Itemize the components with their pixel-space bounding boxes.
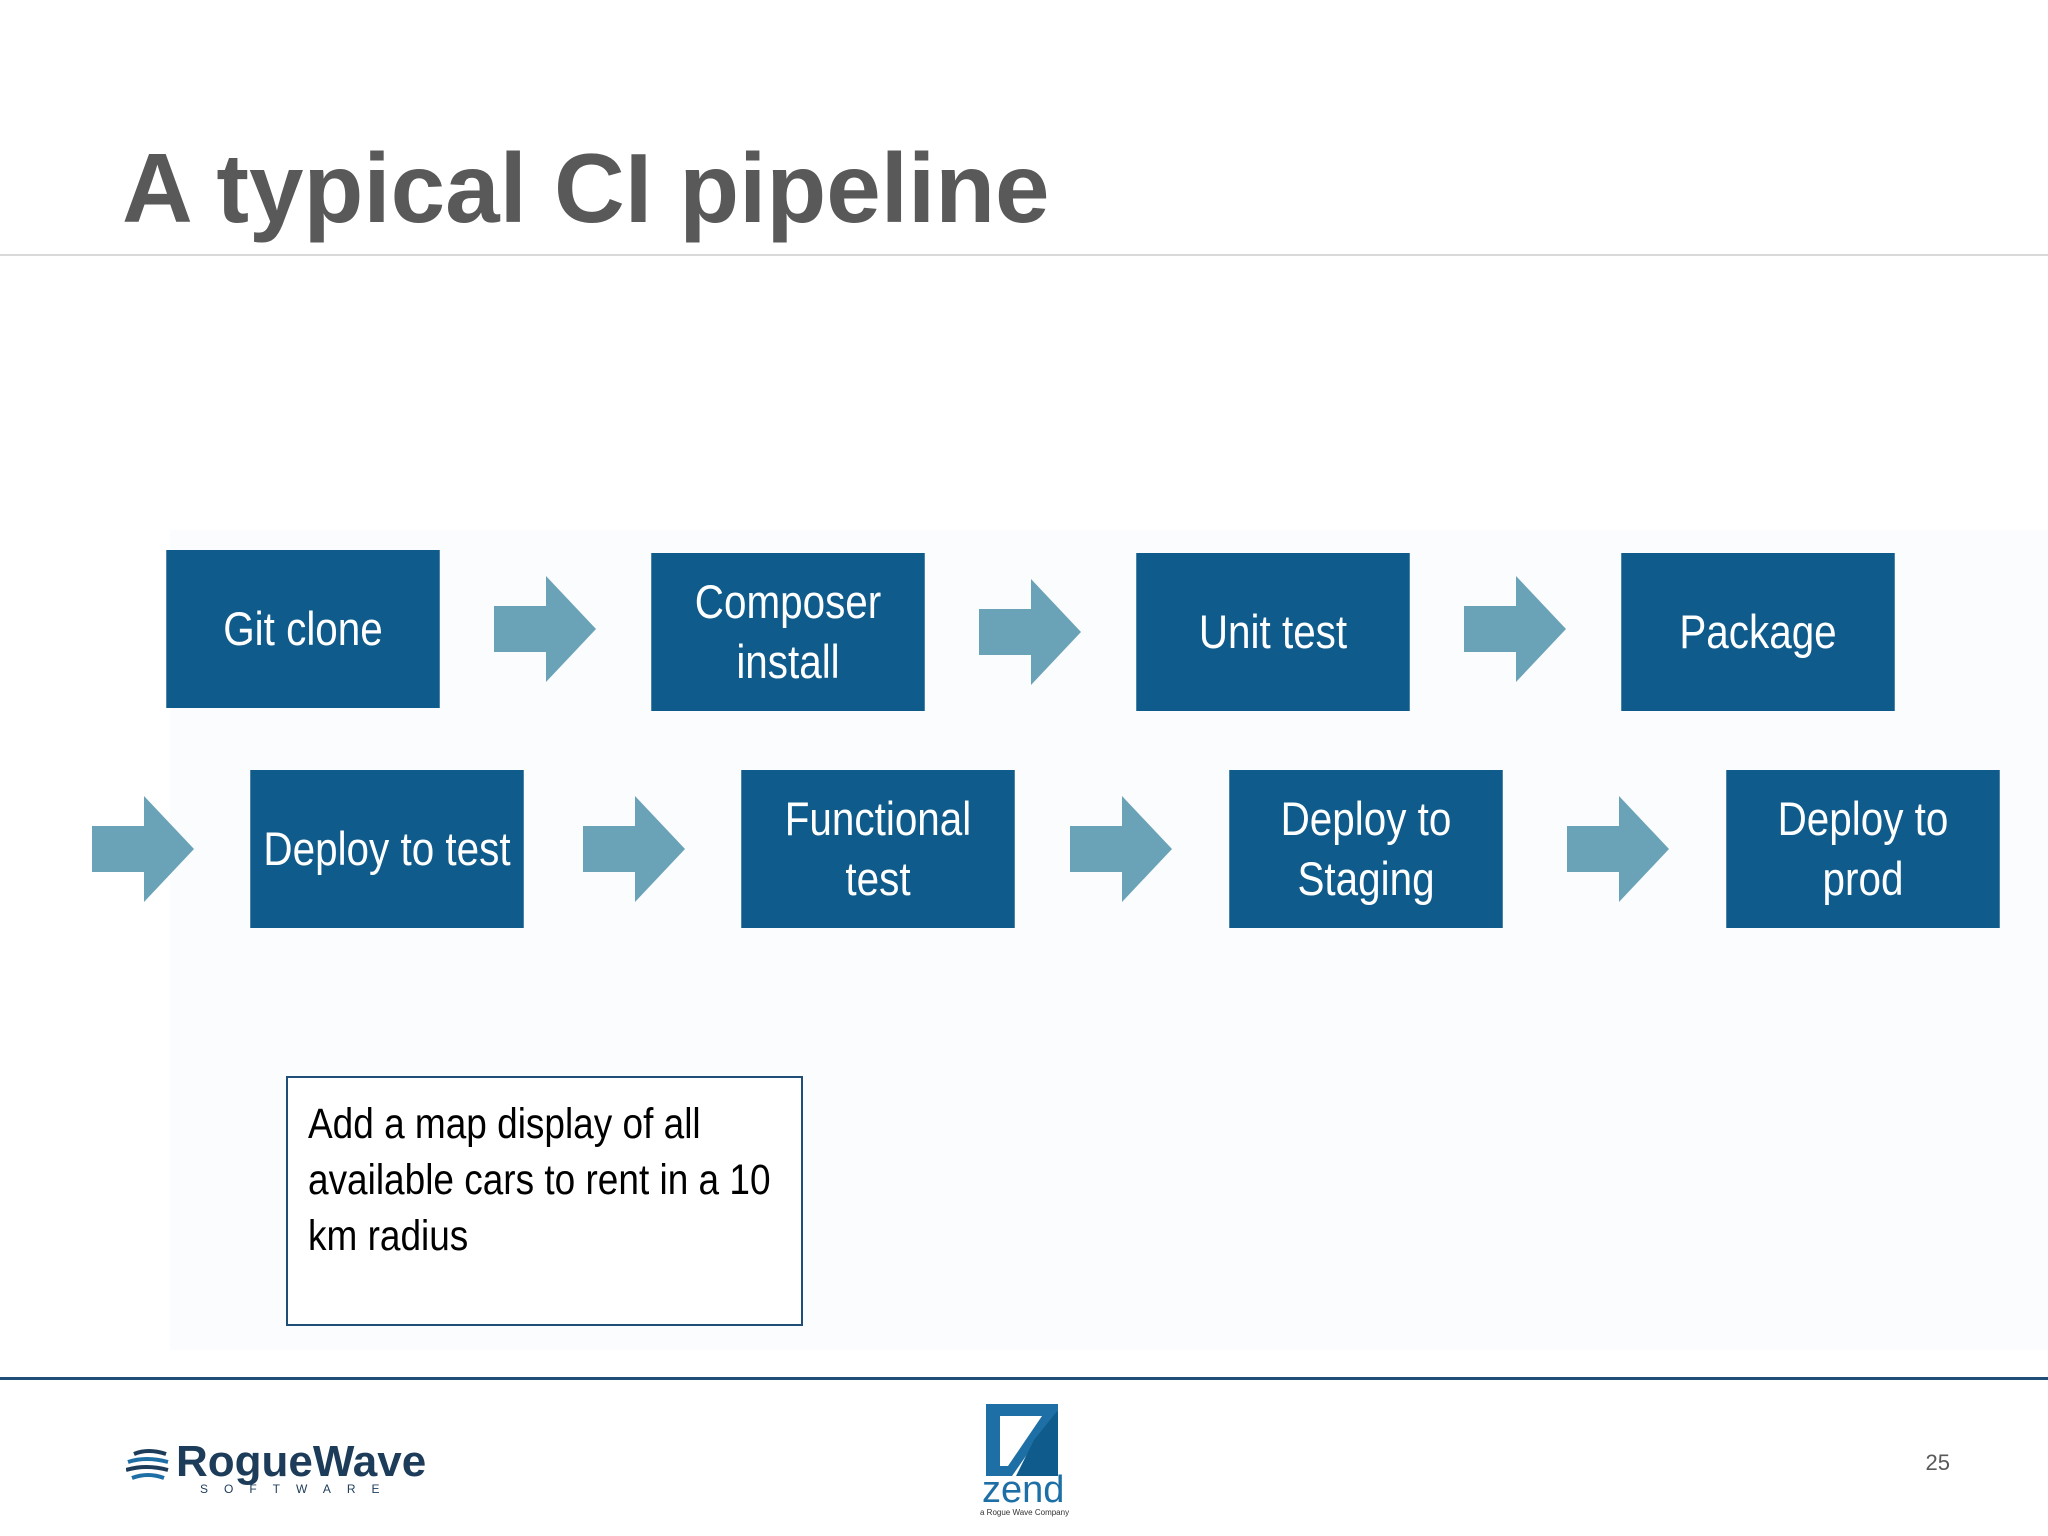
roguewave-name: RogueWave [176,1437,427,1486]
step-git-clone: Git clone [166,550,440,708]
step-label: Functional test [784,792,972,905]
arrow-icon [92,796,194,902]
step-deploy-to-test: Deploy to test [250,770,524,928]
arrow-icon [1070,796,1172,902]
step-functional-test: Functional test [741,770,1015,928]
wave-lines-icon [125,1446,170,1486]
note-box: Add a map display of all available cars … [286,1076,803,1326]
step-deploy-to-staging: Deploy to Staging [1229,770,1503,928]
step-label: Deploy to test [263,822,511,875]
arrow-icon [1464,576,1566,682]
step-deploy-to-prod: Deploy to prod [1726,770,2000,928]
step-package: Package [1621,553,1895,711]
step-label: Deploy to prod [1777,792,1949,905]
step-label: Unit test [1198,605,1348,658]
roguewave-logo: RogueWave SOFTWARE [125,1436,427,1506]
arrow-icon [494,576,596,682]
slide-title: A typical CI pipeline [122,133,1050,243]
roguewave-subtitle: SOFTWARE [200,1482,396,1496]
arrow-icon [1567,796,1669,902]
arrow-icon [979,579,1081,685]
step-label: Deploy to Staging [1280,792,1452,905]
step-unit-test: Unit test [1136,553,1410,711]
title-divider [0,254,2048,256]
arrow-icon [583,796,685,902]
footer-divider [0,1377,2048,1380]
zend-subtitle: a Rogue Wave Company [980,1508,1070,1517]
step-label: Composer install [694,575,882,688]
step-label: Package [1679,605,1837,658]
note-text: Add a map display of all available cars … [308,1100,771,1260]
zend-name: zend [982,1469,1065,1511]
page-number: 25 [1925,1450,1950,1475]
step-composer-install: Composer install [651,553,925,711]
step-label: Git clone [223,602,383,655]
zend-logo: zend a Rogue Wave Company [976,1400,1086,1518]
z-square-icon [982,1400,1062,1480]
